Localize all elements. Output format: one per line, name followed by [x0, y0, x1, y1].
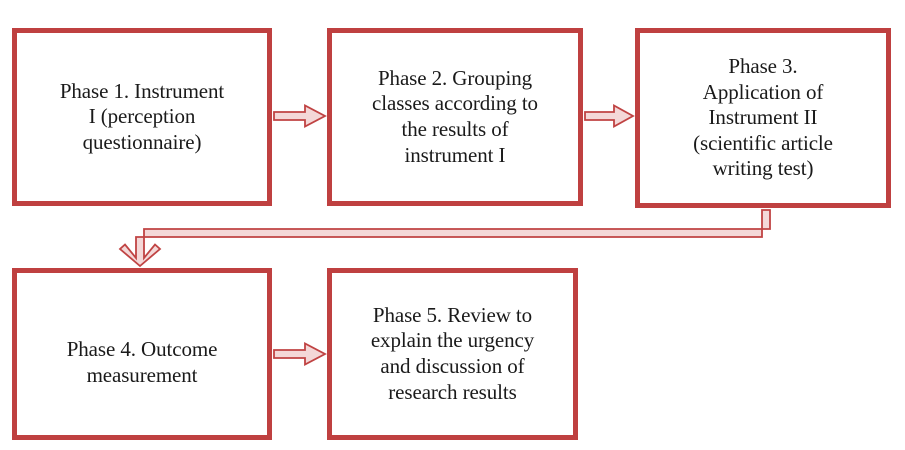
- node-label-phase5: Phase 5. Review to explain the urgency a…: [370, 302, 535, 404]
- node-label-phase1: Phase 1. Instrument I (perception questi…: [59, 78, 225, 154]
- flowchart-node-phase4[interactable]: Phase 4. Outcome measurement: [12, 268, 272, 440]
- flowchart-node-phase5[interactable]: Phase 5. Review to explain the urgency a…: [327, 268, 578, 440]
- arrow-phase4-to-phase5: [273, 342, 327, 366]
- node-label-phase3: Phase 3. Application of Instrument II (s…: [693, 53, 833, 181]
- arrow-phase1-to-phase2: [273, 104, 327, 128]
- arrow-phase2-to-phase3: [584, 103, 635, 129]
- arrow-phase3-to-phase4: [118, 209, 771, 268]
- node-label-phase4: Phase 4. Outcome measurement: [66, 337, 218, 387]
- flowchart-node-phase1[interactable]: Phase 1. Instrument I (perception questi…: [12, 28, 272, 206]
- flowchart-node-phase2[interactable]: Phase 2. Grouping classes according to t…: [327, 28, 583, 206]
- flowchart-node-phase3[interactable]: Phase 3. Application of Instrument II (s…: [635, 28, 891, 208]
- node-label-phase2: Phase 2. Grouping classes according to t…: [372, 65, 538, 167]
